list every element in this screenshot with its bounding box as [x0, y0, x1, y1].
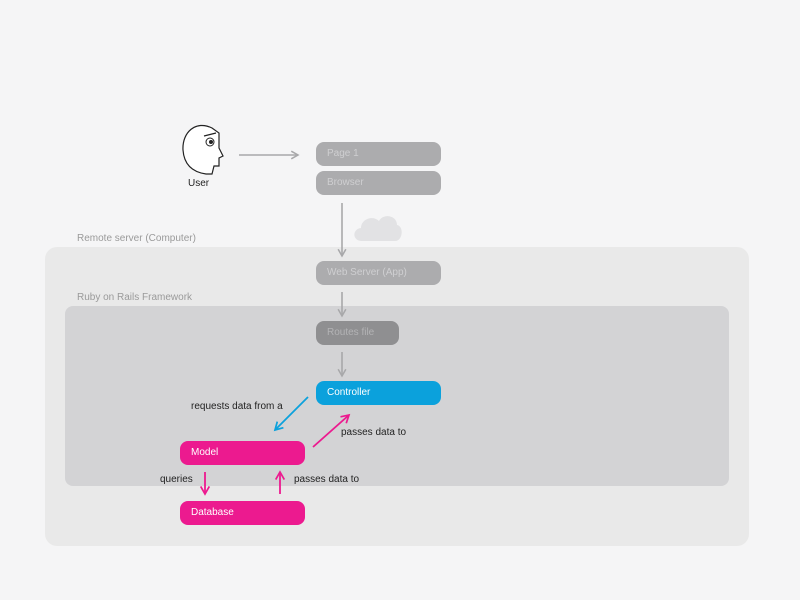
requests-data-label: requests data from a	[191, 401, 283, 412]
queries-label: queries	[160, 474, 193, 485]
rails-framework-label: Ruby on Rails Framework	[77, 292, 193, 303]
model-to-controller-arrow	[312, 413, 351, 448]
user-label: User	[188, 178, 210, 189]
passes-data-to-model-label: passes data to	[294, 474, 360, 485]
model-node[interactable]: Model	[180, 441, 305, 465]
web-server-node[interactable]: Web Server (App)	[316, 261, 441, 285]
routes-node[interactable]: Routes file	[316, 321, 399, 345]
page-node[interactable]: Page 1	[316, 142, 441, 166]
cloud-icon	[354, 216, 402, 241]
browser-node[interactable]: Browser	[316, 171, 441, 195]
database-node[interactable]: Database	[180, 501, 305, 525]
user-face-icon	[182, 124, 224, 175]
passes-data-to-controller-label: passes data to	[341, 427, 407, 438]
remote-server-label: Remote server (Computer)	[77, 233, 196, 244]
controller-node[interactable]: Controller	[316, 381, 441, 405]
controller-to-model-arrow	[273, 396, 309, 432]
